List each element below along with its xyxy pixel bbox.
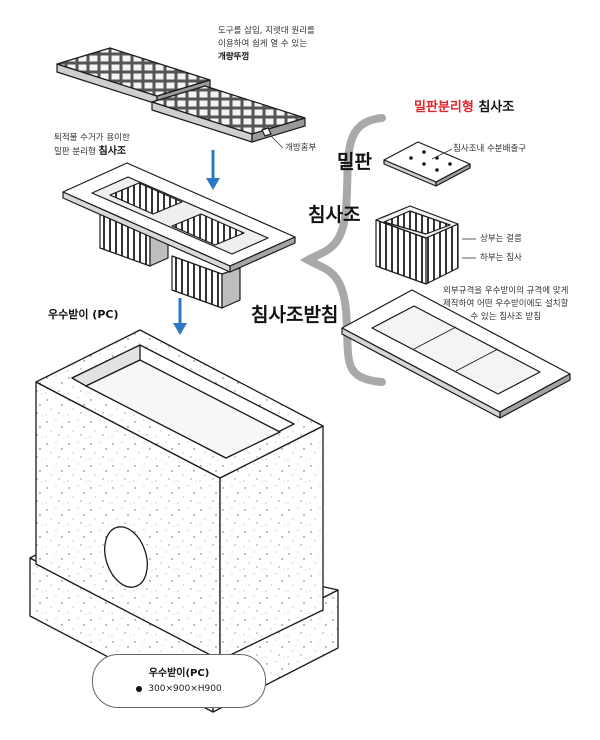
right-title-red: 밀판분리형 [414, 100, 474, 115]
support-note-line1: 외부규격을 우수받이의 규격에 맞게 [443, 286, 569, 296]
trap-note-line1: 퇴적물 수거가 용이한 [54, 133, 130, 143]
trap-support-illustration [341, 289, 571, 419]
grate-note-line2: 이용하여 쉽게 열 수 있는 [218, 39, 308, 49]
spec-caption: 우수받이(PC) 300×900×H900 [92, 654, 266, 708]
basin-label: 우수받이 (PC) [48, 308, 119, 321]
drain-note: 침사조내 수분배출구 [453, 144, 527, 154]
trap-label: 침사조 [308, 204, 361, 226]
down-arrow-icon [173, 298, 187, 335]
trap-note-prefix: 밀판 분리형 [54, 147, 96, 157]
opening-groove-label: 개방홈부 [285, 143, 317, 153]
grouping-brace [299, 114, 386, 386]
bullet-icon [136, 685, 143, 692]
right-title-black: 침사조 [473, 100, 515, 115]
support-note: 외부규격을 우수받이의 규격에 맞게 제작하여 어떤 우수받이에도 설치할 수 … [443, 285, 568, 324]
grate-cover-illustration [56, 47, 306, 143]
right-title: 밀판분리형 침사조 [414, 96, 514, 115]
trap-assembly-illustration [62, 162, 296, 309]
bottom-plate-label: 밀판 [337, 151, 372, 173]
trap-note: 퇴적물 수거가 용이한 밀판 분리형 침사조 [54, 132, 130, 159]
trap-note-bold: 침사조 [98, 146, 127, 157]
support-note-line2: 제작하여 어떤 우수받이에도 설치할 [443, 299, 569, 309]
support-note-line3: 수 있는 침사조 받침 [470, 312, 542, 322]
grate-note-line1: 도구를 삽입, 지렛대 원리를 [218, 26, 315, 36]
caption-title: 우수받이(PC) [148, 668, 210, 679]
grate-note-bold: 개량뚜껑 [218, 52, 250, 62]
down-arrow-icon [206, 150, 220, 190]
concrete-basin-illustration [29, 329, 339, 713]
trap-basket-illustration [375, 205, 459, 285]
lower-note: 하부는 침사 [480, 253, 522, 263]
upper-note: 상부는 걸름 [480, 234, 522, 244]
groove-leader-line [270, 135, 284, 149]
bottom-plate-illustration [383, 141, 471, 187]
drain-leader-line [431, 148, 453, 160]
caption-spec-row: 300×900×H900 [93, 684, 265, 694]
caption-spec: 300×900×H900 [148, 684, 222, 694]
grate-note: 도구를 삽입, 지렛대 원리를 이용하여 쉽게 열 수 있는 개량뚜껑 [218, 25, 315, 64]
trap-support-label: 침사조받침 [251, 304, 339, 326]
